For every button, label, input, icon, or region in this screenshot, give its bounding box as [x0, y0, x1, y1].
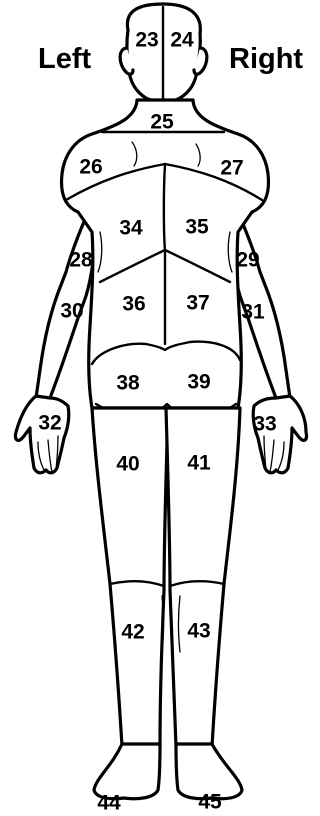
region-33-label: 33: [253, 413, 276, 436]
region-37-label: 37: [186, 292, 209, 315]
region-40-label: 40: [116, 453, 139, 476]
region-32-label: 32: [38, 412, 61, 435]
region-41-label: 41: [187, 452, 211, 475]
region-25-label: 25: [150, 111, 174, 134]
region-43-label: 43: [187, 620, 210, 643]
region-38-label: 38: [116, 372, 140, 395]
region-44-label: 44: [97, 792, 121, 815]
legs: [92, 408, 240, 746]
region-45-label: 45: [198, 791, 222, 814]
region-39-label: 39: [187, 371, 210, 394]
region-24-label: 24: [170, 29, 194, 52]
region-30-label: 30: [60, 300, 83, 323]
region-26-label: 26: [79, 156, 102, 179]
head: [120, 4, 207, 102]
region-36-label: 36: [122, 293, 145, 316]
region-27-label: 27: [220, 157, 243, 180]
region-35-label: 35: [185, 216, 209, 239]
region-28-label: 28: [69, 249, 93, 272]
region-29-label: 29: [236, 249, 259, 272]
region-31-label: 31: [241, 301, 265, 324]
region-42-label: 42: [121, 621, 144, 644]
region-34-label: 34: [119, 217, 143, 240]
region-23-label: 23: [135, 29, 158, 52]
